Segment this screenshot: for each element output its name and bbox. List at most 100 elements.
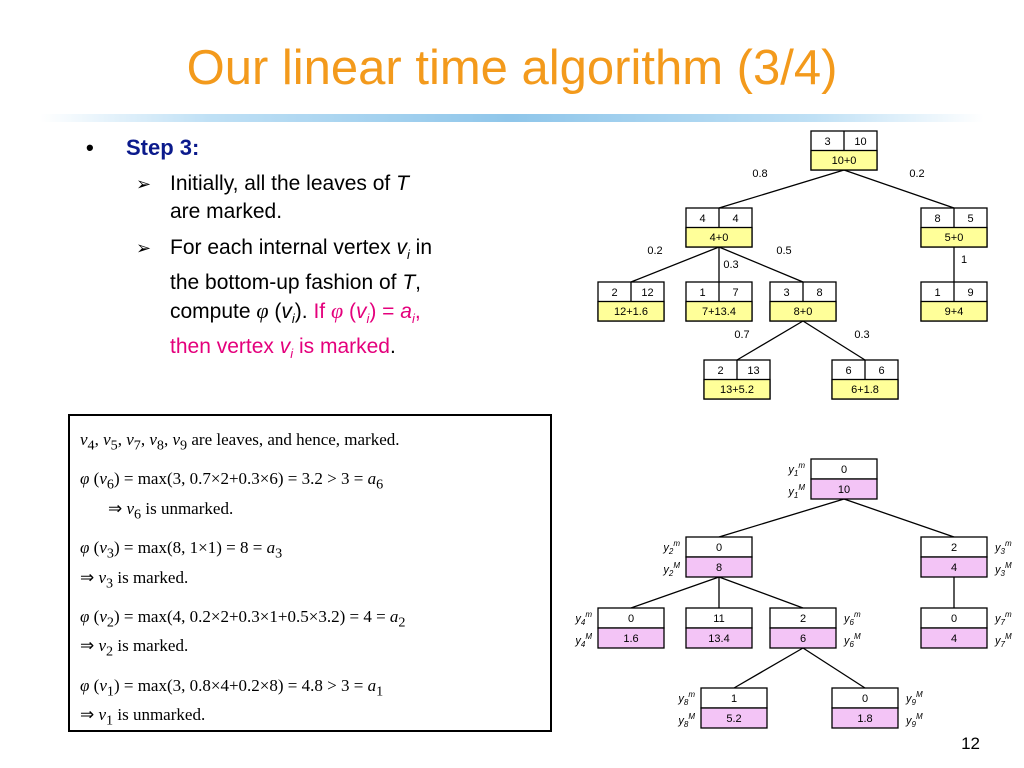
item1-T: T (396, 172, 409, 195)
label-y7-m: y7m (994, 610, 1012, 627)
arrow-bullet-icon: ➢ (136, 174, 152, 194)
label-y7-M: y7M (994, 632, 1012, 649)
node-v4-a: 2 (611, 287, 617, 299)
label-y3-m: y3m (994, 539, 1012, 556)
tree2-node-y3: 24 (920, 536, 988, 578)
node-v2-b: 4 (732, 213, 738, 225)
sub-item-1: ➢ Initially, all the leaves of T are mar… (90, 170, 510, 226)
item2-sub-i: i (291, 311, 295, 327)
node-v9-sum: 6+1.8 (851, 384, 879, 396)
label-y4-M: y4M (574, 632, 592, 649)
tree2-node-y9: 01.8 (831, 687, 899, 729)
sub-item-2: ➢ For each internal vertex vi in the bot… (90, 234, 510, 369)
node-y4-max: 1.6 (623, 633, 638, 645)
tree2-node-y7: 04 (920, 607, 988, 649)
node-v3-b: 5 (967, 213, 973, 225)
node-v2-a: 4 (699, 213, 705, 225)
tree1-edge-v1-v2 (718, 169, 845, 209)
label-y8-m: y8m (677, 690, 695, 707)
panel-line-3: ⇒ v6 is unmarked. (108, 498, 234, 523)
edge-weight-e26: 0.5 (776, 245, 791, 257)
tree2-node-y4: 01.6 (597, 607, 665, 649)
label-y2-m: y2m (662, 539, 680, 556)
node-y9-min: 0 (862, 693, 868, 705)
node-y8-max: 5.2 (726, 713, 741, 725)
label-y8-M: y8M (677, 712, 695, 729)
label-y6-m: y6m (843, 610, 861, 627)
label-y1-m: y1m (787, 461, 805, 478)
node-v1-a: 3 (824, 136, 830, 148)
panel-line-2: φ (v6) = max(3, 0.7×2+0.3×6) = 3.2 > 3 =… (80, 469, 384, 493)
item2-text-c: the bottom-up fashion of (170, 271, 403, 295)
node-v8-b: 13 (747, 365, 759, 377)
item2-then: then vertex vi is marked (170, 335, 390, 362)
node-v5-sum: 7+13.4 (702, 306, 736, 318)
item2-text-d: , (415, 271, 421, 295)
tree2-node-y6: 26 (769, 607, 837, 649)
edge-weight-e68: 0.7 (734, 329, 749, 341)
arrow-bullet-icon: ➢ (136, 238, 152, 258)
edge-weight-e69: 0.3 (854, 329, 869, 341)
label-y9-M-top: y9M (905, 690, 923, 707)
tree1-edge-v6-v8 (736, 320, 804, 361)
item1-text-b: are marked. (170, 200, 283, 223)
tree2-node-y8: 15.2 (700, 687, 768, 729)
item2-T: T (402, 271, 416, 295)
bullet-list: • Step 3: ➢ Initially, all the leaves of… (86, 134, 510, 369)
node-y4-min: 0 (628, 613, 634, 625)
item2-period: . (389, 335, 396, 359)
node-y9-max: 1.8 (857, 713, 872, 725)
tree1-edge-v6-v9 (802, 320, 866, 361)
tree2-edge-y6-y8 (733, 647, 804, 689)
node-v4-b: 12 (641, 287, 653, 299)
step-label: Step 3: (126, 135, 200, 160)
node-y7-min: 0 (951, 613, 957, 625)
label-y3-M: y3M (994, 561, 1012, 578)
edge-weight-e13: 0.2 (909, 168, 924, 180)
item2-sub-i: i (406, 247, 410, 263)
item2-v: v (281, 300, 292, 324)
panel-line-8: φ (v1) = max(3, 0.8×4+0.2×8) = 4.8 > 3 =… (80, 675, 384, 700)
tree2-edge-y2-y4 (630, 576, 720, 609)
page-number: 12 (961, 734, 980, 753)
label-y2-M: y2M (662, 561, 680, 578)
tree1-edge-v2-v4 (630, 246, 720, 283)
item2-paren: ( (268, 300, 282, 324)
item2-text-b: in (409, 236, 433, 259)
tree2-node-y2: 08 (685, 536, 753, 578)
node-v3-a: 8 (934, 213, 940, 225)
node-v7-a: 1 (934, 287, 940, 299)
tree2-edge-y1-y3 (843, 498, 955, 538)
label-y1-M: y1M (787, 483, 805, 500)
edge-weight-e12: 0.8 (752, 168, 767, 180)
node-y3-min: 2 (951, 542, 957, 554)
node-v3-sum: 5+0 (945, 232, 964, 244)
item2-condition: If φ (vi) = ai, (307, 298, 421, 327)
label-y6-M: y6M (843, 632, 861, 649)
label-y4-m: y4m (574, 610, 592, 627)
bullet-dot: • (86, 135, 94, 160)
item1-text-a: Initially, all the leaves of (170, 172, 397, 195)
item2-v: v (396, 236, 407, 259)
tree1-edge-v1-v3 (843, 169, 955, 209)
node-v6-b: 8 (816, 287, 822, 299)
node-v9-b: 6 (878, 365, 884, 377)
item2-text-g: ). (294, 300, 308, 324)
computation-panel: v4, v5, v7, v8, v9 are leaves, and hence… (68, 414, 552, 732)
tree2-edge-y2-y6 (718, 576, 804, 609)
node-v6-sum: 8+0 (794, 306, 813, 318)
node-y2-max: 8 (716, 562, 722, 574)
node-v2-sum: 4+0 (710, 232, 729, 244)
phi-symbol: φ (256, 298, 269, 324)
node-v9-a: 6 (845, 365, 851, 377)
tree2-node-y1: 010 (810, 458, 878, 500)
